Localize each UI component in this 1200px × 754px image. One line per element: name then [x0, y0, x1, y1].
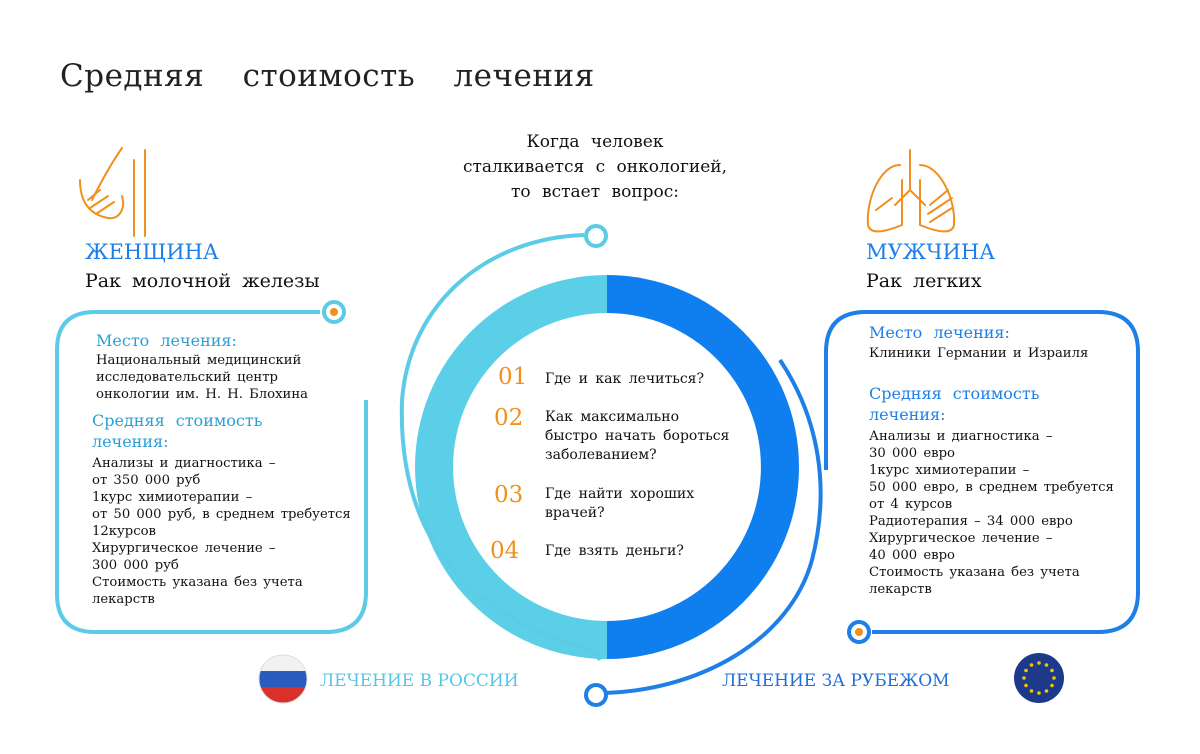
- central-question: Когда человек сталкивается с онкологией,…: [420, 130, 770, 205]
- eu-star-icon: [1050, 683, 1054, 688]
- eu-star-icon: [1052, 676, 1056, 680]
- question-line: Когда человек: [526, 132, 664, 152]
- question-text: Где и как лечиться?: [545, 371, 705, 387]
- arc-top-node: [584, 224, 608, 248]
- outer-arc-right: [604, 358, 823, 695]
- right-box-outline: [824, 310, 1140, 634]
- eu-star-icon: [1037, 661, 1041, 665]
- right-cost-heading: Средняя стоимость лечения:: [869, 384, 1040, 424]
- arc-bottom-node: [584, 683, 608, 707]
- eu-star-icon: [1024, 668, 1028, 673]
- donut-right-half: [607, 275, 799, 659]
- question-number: 03: [494, 482, 524, 508]
- eu-star-icon: [1044, 689, 1049, 693]
- russia-flag-icon: [258, 654, 308, 704]
- eu-star-icon: [1050, 668, 1054, 673]
- donut-left-half: [415, 275, 607, 659]
- question-number: 04: [490, 538, 520, 564]
- outer-arc-left: [399, 233, 602, 662]
- question-line: то встает вопрос:: [510, 182, 680, 202]
- eu-star-icon: [1029, 689, 1034, 693]
- lungs-icon: [866, 149, 956, 233]
- footer-russia-label: ЛЕЧЕНИЕ В РОССИИ: [320, 671, 519, 691]
- left-cancer-type: Рак молочной железы: [85, 270, 320, 292]
- left-box-outline: [55, 310, 368, 634]
- right-place-text: Клиники Германии и Израиля: [869, 346, 1089, 361]
- right-gender-label: МУЖЧИНА: [866, 240, 996, 264]
- page-title: Средняя стоимость лечения: [60, 58, 595, 94]
- eu-star-icon: [1037, 691, 1041, 695]
- question-number: 01: [498, 364, 528, 390]
- question-number: 02: [494, 405, 524, 431]
- eu-star-icon: [1044, 663, 1049, 667]
- right-cost-text: Анализы и диагностика – 30 000 евро 1кур…: [869, 429, 1114, 597]
- right-cancer-type: Рак легких: [866, 270, 982, 292]
- left-place-text: Национальный медицинский исследовательск…: [96, 353, 308, 402]
- eu-star-icon: [1029, 663, 1034, 667]
- eu-star-icon: [1022, 676, 1026, 680]
- breast-icon: [79, 147, 146, 237]
- question-text: Как максимально быстро начать бороться з…: [545, 409, 730, 463]
- question-text: Где найти хороших врачей?: [545, 486, 695, 521]
- eu-star-icon: [1024, 683, 1028, 688]
- eu-flag-icon: [1014, 653, 1064, 703]
- question-line: сталкивается с онкологией,: [462, 157, 728, 177]
- left-gender-label: ЖЕНЩИНА: [85, 240, 219, 264]
- left-place-heading: Место лечения:: [96, 331, 237, 350]
- footer-abroad-label: ЛЕЧЕНИЕ ЗА РУБЕЖОМ: [722, 671, 950, 691]
- right-place-heading: Место лечения:: [869, 323, 1010, 342]
- left-cost-text: Анализы и диагностика – от 350 000 руб 1…: [92, 456, 351, 607]
- question-text: Где взять деньги?: [545, 543, 684, 559]
- left-cost-heading: Средняя стоимость лечения:: [92, 411, 263, 451]
